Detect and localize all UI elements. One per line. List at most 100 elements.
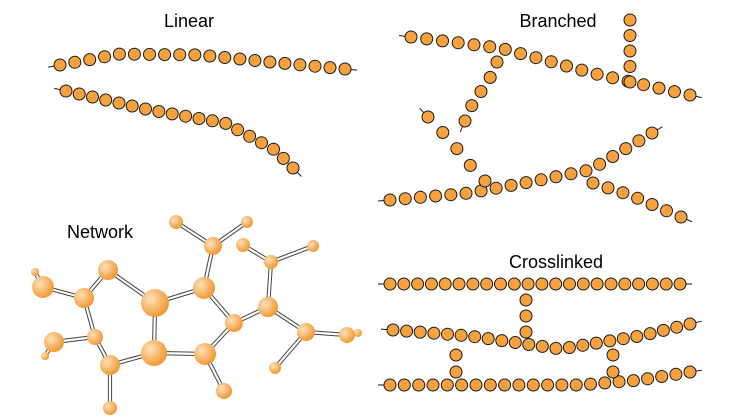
monomer-bead xyxy=(99,93,113,107)
monomer-bead xyxy=(579,164,593,178)
branched-vertical-arm xyxy=(623,13,637,89)
monomer-bead xyxy=(255,136,268,150)
monomer-bead xyxy=(436,126,450,139)
monomer-bead xyxy=(481,332,495,346)
monomer-bead xyxy=(188,48,202,62)
network-atom xyxy=(31,268,39,276)
network-atom xyxy=(236,238,250,252)
monomer-bead xyxy=(590,67,604,81)
monomer-bead xyxy=(645,277,659,291)
network-atom xyxy=(339,327,355,343)
monomer-bead xyxy=(576,277,590,291)
crosslink-left xyxy=(449,348,463,379)
monomer-bead xyxy=(512,378,526,392)
monomer-bead xyxy=(586,176,600,190)
monomer-bead xyxy=(529,51,543,65)
monomer-bead xyxy=(218,51,232,64)
monomer-bead xyxy=(683,317,697,331)
monomer-bead xyxy=(125,99,139,113)
monomer-bead xyxy=(504,178,518,192)
monomer-bead xyxy=(383,378,397,392)
monomer-bead xyxy=(68,55,82,69)
monomer-bead xyxy=(519,309,533,323)
monomer-bead xyxy=(589,336,603,350)
monomer-bead xyxy=(569,378,583,392)
network-atom xyxy=(204,237,222,255)
network-atom xyxy=(194,343,216,365)
monomer-bead xyxy=(519,293,533,307)
monomer-bead xyxy=(541,378,555,392)
monomer-bead xyxy=(616,186,630,200)
monomer-bead xyxy=(575,63,589,77)
monomer-bead xyxy=(454,328,468,342)
monomer-bead xyxy=(383,277,397,291)
monomer-bead xyxy=(619,142,633,156)
monomer-bead xyxy=(426,378,440,392)
monomer-bead xyxy=(444,188,458,202)
monomer-bead xyxy=(386,323,400,337)
monomer-bead xyxy=(549,341,563,355)
monomer-bead xyxy=(455,378,469,392)
monomer-bead xyxy=(601,181,615,195)
network-atom xyxy=(141,289,169,317)
monomer-bead xyxy=(593,157,607,171)
network-atoms xyxy=(31,215,362,415)
monomer-bead xyxy=(248,54,262,67)
monomer-bead xyxy=(429,189,443,203)
network-atom xyxy=(354,329,362,337)
network-atom xyxy=(225,314,243,332)
linear-chain-bottom xyxy=(54,84,302,177)
monomer-bead xyxy=(549,170,563,184)
monomer-bead xyxy=(474,85,488,98)
monomer-bead xyxy=(576,338,590,352)
monomer-bead xyxy=(424,277,438,291)
monomer-bead xyxy=(673,277,687,291)
network-atom xyxy=(241,216,253,228)
monomer-bead xyxy=(139,102,152,116)
branched-lower-right-arm xyxy=(586,176,693,224)
monomer-bead xyxy=(616,332,630,346)
monomer-bead xyxy=(440,378,454,392)
network-atom xyxy=(44,332,64,352)
monomer-bead xyxy=(643,327,657,341)
monomer-bead xyxy=(478,174,492,188)
monomer-bead xyxy=(203,49,217,63)
monomer-bead xyxy=(231,123,245,137)
monomer-bead xyxy=(632,134,646,148)
monomer-bead xyxy=(645,126,659,140)
monomer-bead xyxy=(623,60,637,73)
monomer-bead xyxy=(584,377,597,391)
monomer-bead xyxy=(72,87,86,101)
polymer-chains xyxy=(48,13,702,392)
monomer-bead xyxy=(660,204,673,218)
monomer-bead xyxy=(522,338,536,351)
network-bond xyxy=(270,244,314,264)
monomer-bead xyxy=(623,75,637,89)
monomer-bead xyxy=(563,277,576,291)
label-linear: Linear xyxy=(164,11,214,31)
monomer-bead xyxy=(564,167,578,181)
monomer-bead xyxy=(233,52,247,66)
monomer-bead xyxy=(465,99,479,113)
monomer-bead xyxy=(308,59,322,73)
monomer-bead xyxy=(483,378,497,392)
monomer-bead xyxy=(192,112,206,125)
monomer-bead xyxy=(630,330,644,343)
label-crosslinked: Crosslinked xyxy=(509,252,603,272)
monomer-bead xyxy=(604,277,618,291)
monomer-bead xyxy=(560,59,573,73)
monomer-bead xyxy=(86,90,99,104)
network-atom xyxy=(103,401,117,415)
monomer-bead xyxy=(618,277,632,291)
monomer-bead xyxy=(467,38,481,52)
monomer-bead xyxy=(143,47,156,61)
monomer-bead xyxy=(436,34,449,48)
monomer-bead xyxy=(441,327,454,341)
monomer-bead xyxy=(498,42,512,56)
monomer-bead xyxy=(179,109,193,123)
network-atom xyxy=(264,255,278,269)
monomer-bead xyxy=(669,367,683,381)
label-branched: Branched xyxy=(519,11,596,31)
monomer-bead xyxy=(606,348,620,362)
